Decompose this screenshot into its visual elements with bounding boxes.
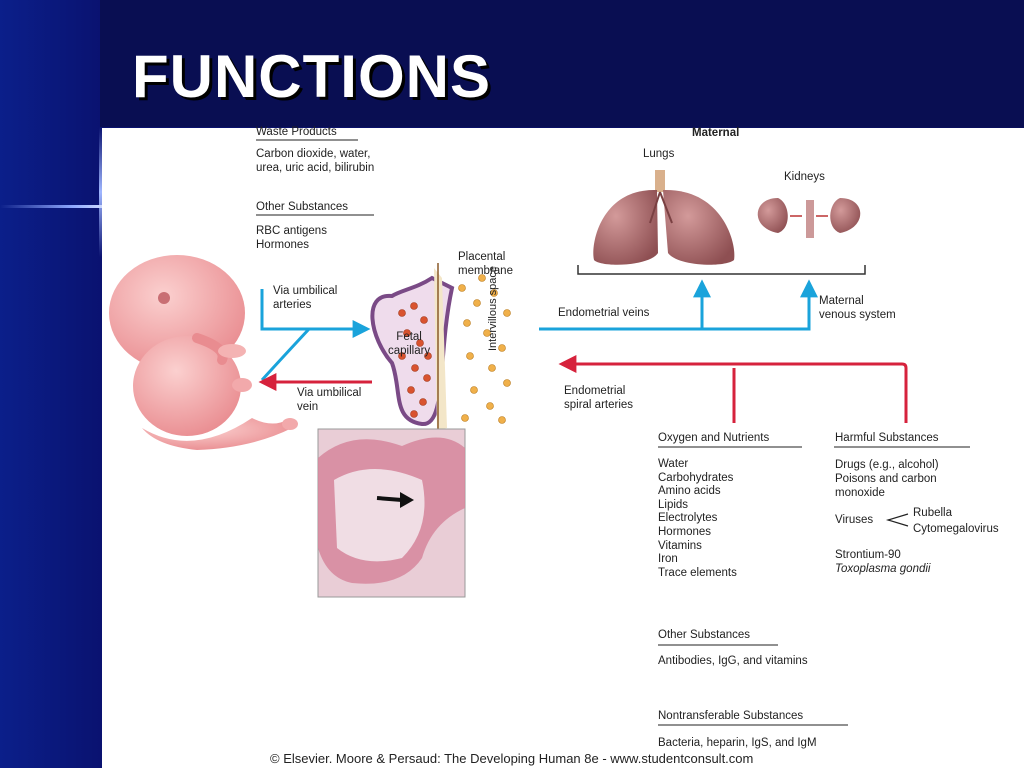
nontransferable-text: Bacteria, heparin, IgS, and IgM — [658, 737, 817, 749]
title-band — [100, 0, 1024, 127]
other-line: RBC antigens — [256, 225, 327, 237]
list-item: Rubella — [913, 507, 952, 519]
label-line: Fetal — [396, 331, 422, 343]
list-item: Amino acids — [658, 485, 721, 498]
label-line: Placental — [458, 251, 506, 263]
spiral-arteries-label: Endometrial spiral arteries — [564, 384, 633, 412]
viruses-list: Rubella Cytomegalovirus — [913, 505, 999, 537]
other-substances-heading-bottom: Other Substances — [658, 629, 751, 641]
list-item: Cytomegalovirus — [913, 523, 999, 535]
kidneys-illustration — [757, 198, 861, 238]
maternal-venous-system-label: Maternal venous system — [819, 294, 896, 322]
maternal-blood-cells — [458, 274, 511, 424]
harmful-substances-heading: Harmful Substances — [835, 432, 939, 444]
micrograph-image — [317, 428, 466, 598]
waste-products-list: Carbon dioxide, water, urea, uric acid, … — [256, 147, 374, 175]
viruses-label: Viruses — [835, 514, 874, 526]
copyright-notice: © Elsevier. Moore & Persaud: The Develop… — [270, 751, 754, 766]
toxoplasma-label: Toxoplasma gondii — [835, 563, 931, 575]
label-line: Via umbilical — [273, 285, 338, 297]
label-line: arteries — [273, 299, 312, 311]
list-item: Iron — [658, 553, 678, 566]
list-item: monoxide — [835, 487, 885, 499]
waste-line: Carbon dioxide, water, — [256, 148, 371, 160]
placenta-diagram — [109, 139, 970, 726]
slide-title: FUNCTIONS — [132, 43, 491, 110]
maternal-heading: Maternal — [692, 127, 740, 139]
label-line: venous system — [819, 309, 896, 321]
placental-membrane-label: Placental membrane — [458, 250, 513, 278]
via-umbilical-vein-label: Via umbilical vein — [297, 386, 361, 414]
list-dividers — [256, 139, 970, 726]
nontransferable-heading: Nontransferable Substances — [658, 710, 804, 722]
waste-line: urea, uric acid, bilirubin — [256, 162, 375, 174]
fetus-illustration — [109, 255, 298, 450]
maternal-bracket — [577, 265, 866, 275]
lungs-illustration — [593, 170, 735, 265]
other-substances-text-bottom: Antibodies, IgG, and vitamins — [658, 655, 808, 667]
label-line: Maternal — [819, 295, 864, 307]
decor-vertical-line — [99, 127, 102, 257]
decor-horizontal-line — [0, 205, 104, 208]
viruses-bracket — [885, 513, 909, 527]
fetal-villus — [370, 263, 455, 433]
list-item: Electrolytes — [658, 512, 718, 525]
red-arrows — [258, 355, 908, 423]
harmful-substances-list: Drugs (e.g., alcohol) Poisons and carbon… — [835, 458, 939, 500]
list-item: Vitamins — [658, 539, 702, 552]
other-substances-heading-top: Other Substances — [256, 201, 349, 213]
via-umbilical-arteries-label: Via umbilical arteries — [273, 284, 337, 312]
label-line: Endometrial — [564, 385, 626, 397]
waste-products-heading: Waste Products — [256, 126, 337, 138]
fetal-blood-cells — [398, 302, 432, 418]
list-item: Carbohydrates — [658, 471, 734, 484]
endometrial-veins-label: Endometrial veins — [558, 307, 650, 319]
list-item: Hormones — [658, 525, 712, 538]
list-item: Drugs (e.g., alcohol) — [835, 459, 939, 471]
fetal-capillary-label: Fetal capillary — [388, 330, 430, 358]
diagram-panel: Waste Products Carbon dioxide, water, ur… — [102, 126, 1024, 768]
other-line: Hormones — [256, 239, 310, 251]
list-item: Trace elements — [658, 566, 737, 579]
label-line: vein — [297, 401, 319, 413]
list-item: Lipids — [658, 498, 689, 511]
label-line: capillary — [388, 345, 431, 357]
oxygen-nutrients-heading: Oxygen and Nutrients — [658, 432, 770, 444]
label-line: membrane — [458, 265, 513, 277]
kidneys-label: Kidneys — [784, 171, 825, 183]
label-line: spiral arteries — [564, 399, 634, 411]
list-item: Water — [658, 458, 689, 470]
oxygen-nutrients-list: Water Carbohydrates Amino acids Lipids E… — [658, 458, 737, 580]
intervillous-space-label: Intervillous space — [487, 266, 499, 351]
label-line: Via umbilical — [297, 387, 362, 399]
list-item: Poisons and carbon — [835, 473, 937, 485]
lungs-label: Lungs — [643, 148, 675, 160]
other-substances-list-top: RBC antigens Hormones — [256, 224, 327, 252]
strontium-label: Strontium-90 — [835, 549, 901, 561]
